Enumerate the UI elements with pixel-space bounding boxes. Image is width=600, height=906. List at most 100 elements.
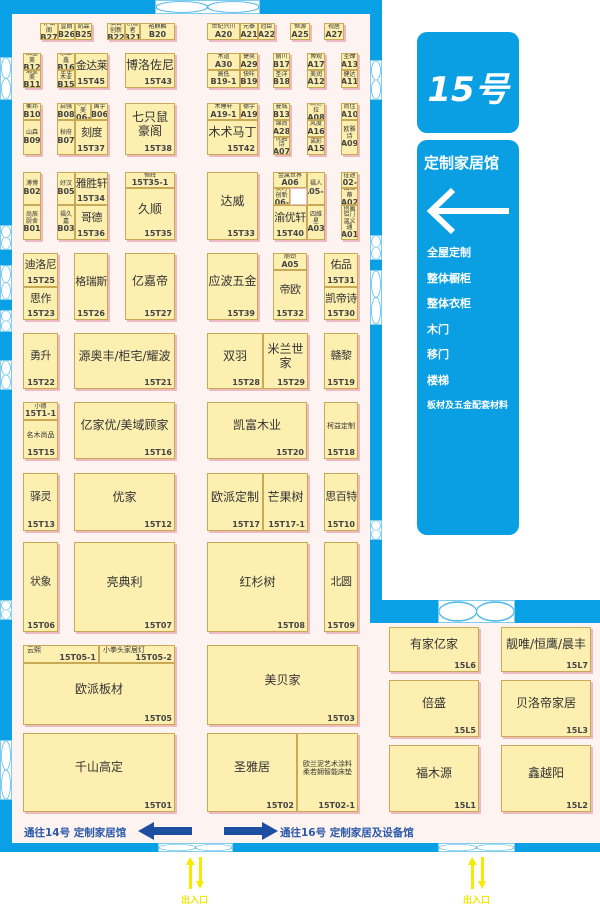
- booth[interactable]: 创造者B21: [125, 23, 140, 40]
- booth[interactable]: 福人A05-1: [307, 172, 325, 205]
- booth[interactable]: 征途A02-1: [341, 172, 358, 188]
- booth[interactable]: 乐尔美B06-1: [75, 103, 91, 120]
